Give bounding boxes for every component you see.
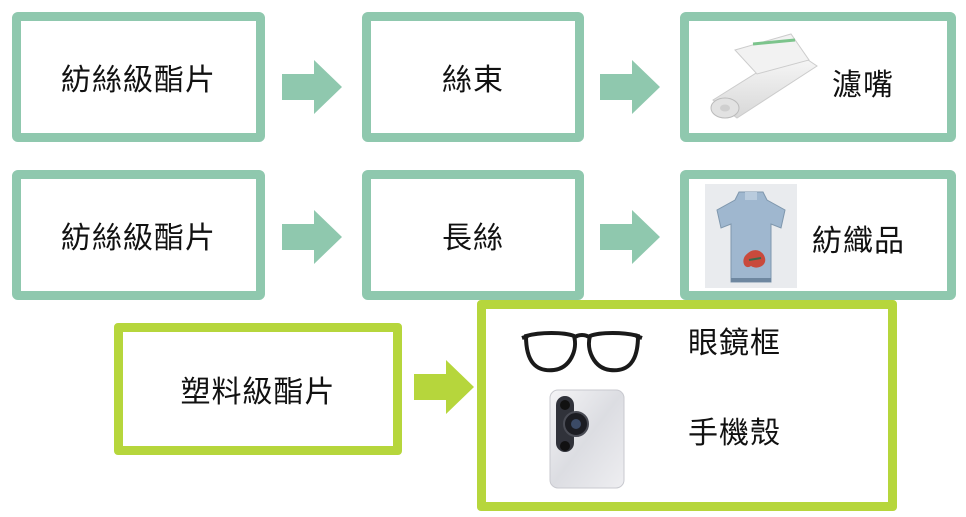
- row1-source-label: 紡絲級酯片: [61, 63, 216, 98]
- row2-intermediate-label: 長絲: [442, 221, 504, 256]
- row1-intermediate-box: 絲束: [362, 12, 584, 142]
- row1-product-label: 濾嘴: [832, 68, 894, 103]
- row1-source-box: 紡絲級酯片: [12, 12, 265, 142]
- row1-intermediate-label: 絲束: [442, 63, 504, 98]
- filter-roll-icon: [710, 33, 818, 119]
- row3-products-box: [477, 300, 897, 511]
- row2-arrow-2: [600, 210, 660, 264]
- row2-product-label: 紡織品: [812, 224, 905, 259]
- row3-arrow: [414, 360, 474, 414]
- row2-intermediate-box: 長絲: [362, 170, 584, 300]
- row2-source-label: 紡絲級酯片: [61, 221, 216, 256]
- row3-source-label: 塑料級酯片: [180, 375, 336, 410]
- row3-product-1-label: 眼鏡框: [688, 326, 781, 361]
- row2-arrow-1: [282, 210, 342, 264]
- row3-product-2-label: 手機殼: [688, 416, 781, 451]
- row3-source-box: 塑料級酯片: [114, 323, 402, 455]
- row1-arrow-2: [600, 60, 660, 114]
- row2-source-box: 紡絲級酯片: [12, 170, 265, 300]
- phone-case-icon: [549, 389, 625, 489]
- glasses-frame-icon: [521, 331, 643, 373]
- dress-icon: [705, 184, 797, 288]
- row1-arrow-1: [282, 60, 342, 114]
- row1-product-box: [680, 12, 956, 142]
